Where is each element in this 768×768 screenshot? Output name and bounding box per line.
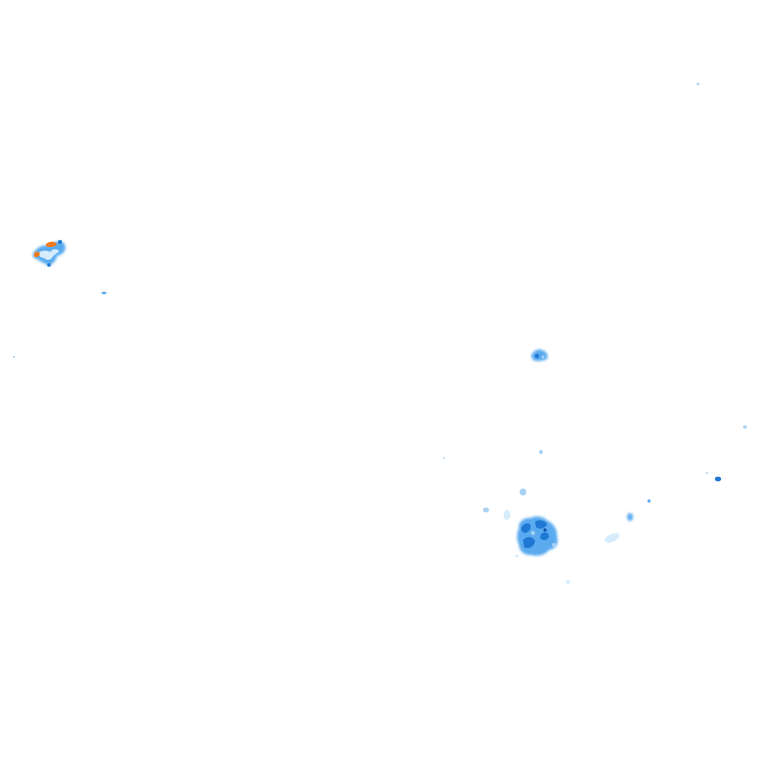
radar-echo-specks-west (13, 291, 107, 358)
radar-echo-east-cell (604, 472, 722, 543)
radar-echo-southeast-cluster (483, 488, 570, 584)
radar-echo-central-cell (531, 349, 548, 362)
radar-echo-specks-northeast (443, 82, 747, 459)
radar-echo-west-cell (32, 240, 66, 267)
